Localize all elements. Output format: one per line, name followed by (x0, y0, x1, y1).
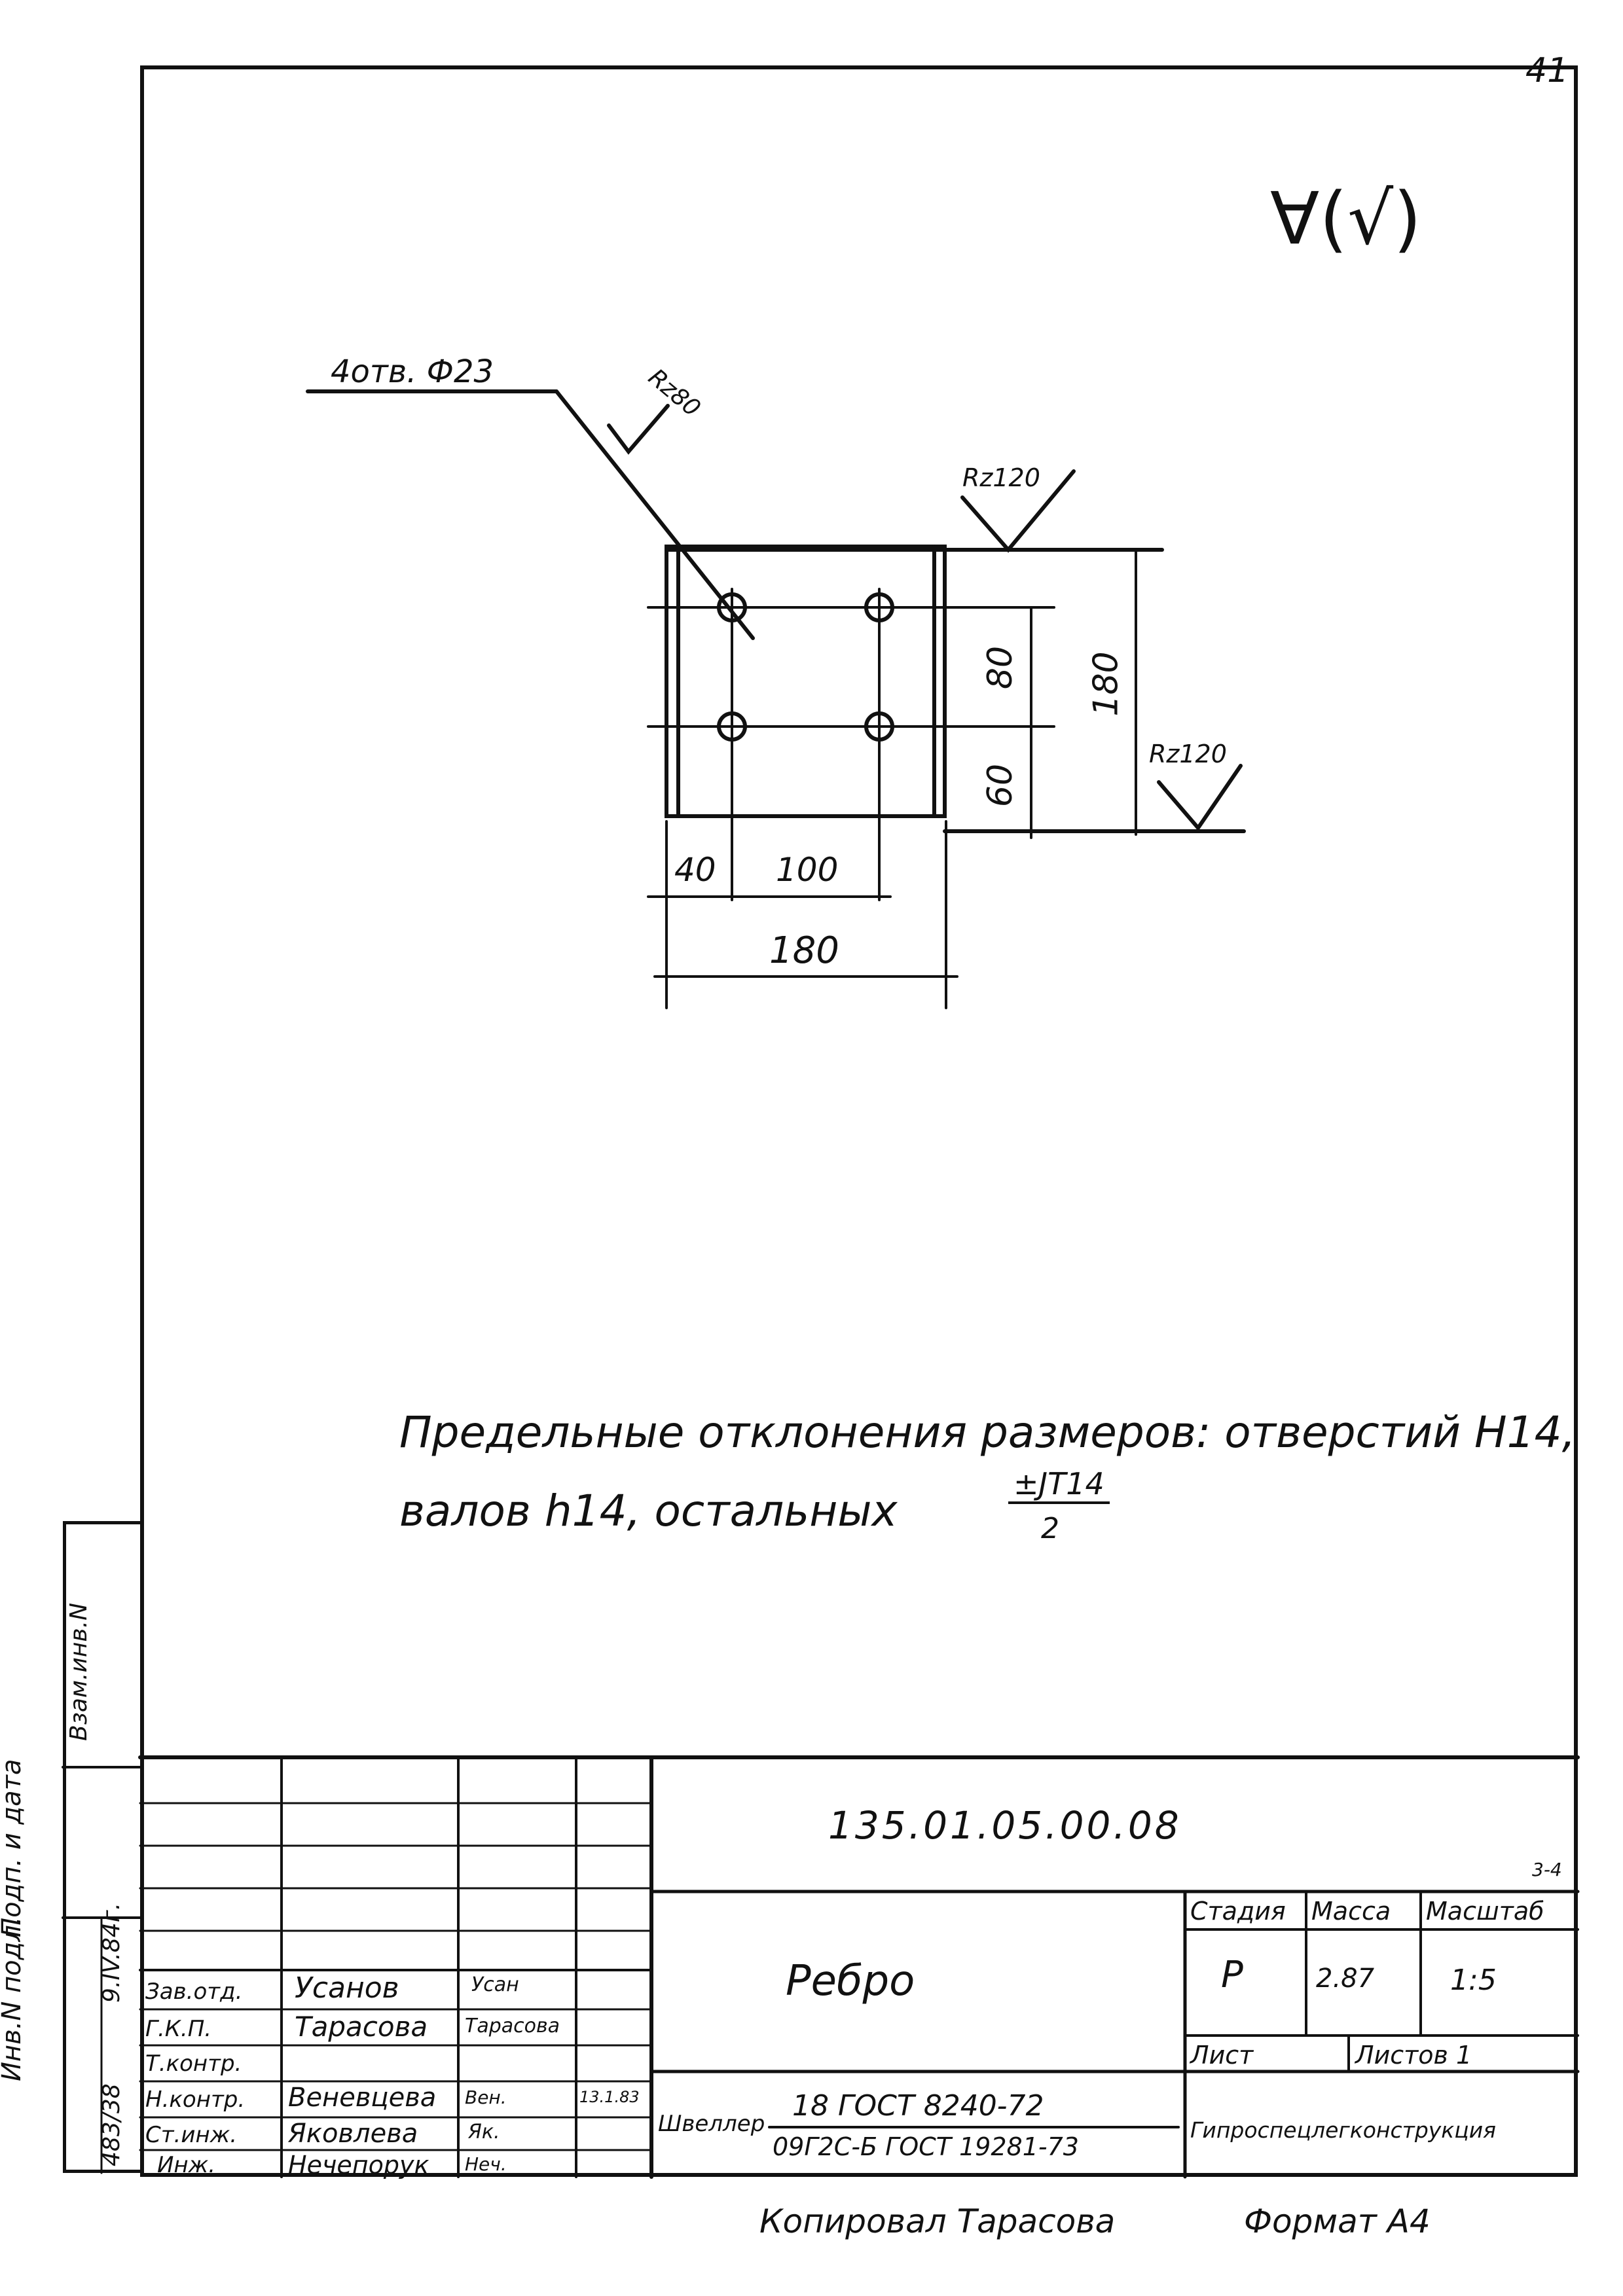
dim-180-vert-label: 180 (1086, 651, 1126, 717)
scale-label: Масштаб (1426, 1897, 1544, 1926)
signature: Вен. (465, 2087, 507, 2108)
person-name: Тарасова (295, 2011, 428, 2043)
side-inv-value: 483/38 (98, 2083, 125, 2166)
person-name: Веневцева (288, 2083, 437, 2113)
part-name: Ребро (786, 1957, 915, 2005)
general-roughness-symbol: ∀(√) (1270, 177, 1422, 260)
hole (717, 711, 747, 742)
dim-180-horiz-label: 180 (769, 929, 839, 972)
dim-40-label: 40 (674, 851, 716, 889)
role: Ст.инж. (145, 2122, 238, 2148)
signature: Неч. (465, 2153, 507, 2175)
scale-value: 1:5 (1450, 1964, 1497, 1997)
material-steel: 09Г2С-Б ГОСТ 19281-73 (773, 2132, 1079, 2161)
tolerance-note-line1: Предельные отклонения размеров: отверсти… (399, 1407, 1576, 1458)
sheet-label: Лист (1190, 2041, 1254, 2070)
dim-80-label: 80 (981, 645, 1021, 690)
tolerance-fraction-num: ±JT14 (1008, 1466, 1110, 1504)
role: Инж. (157, 2152, 216, 2178)
role: Т.контр. (145, 2051, 242, 2077)
hole (717, 592, 747, 622)
person-name: Нечепорук (288, 2151, 429, 2179)
mass-value: 2.87 (1316, 1964, 1375, 1994)
sign-date: 13.1.83 (579, 2088, 640, 2106)
role: Г.К.П. (145, 2016, 212, 2042)
dim-100-label: 100 (776, 851, 839, 889)
hole-leader (555, 389, 755, 640)
side-replace-label: Взам.инв.N (65, 1602, 92, 1741)
stage-value: Р (1221, 1954, 1243, 1996)
plate-outline (665, 545, 947, 818)
side-sign-value: 9.IV.84г. (98, 1902, 125, 2003)
material-prefix: Швеллер (658, 2111, 765, 2137)
hole (864, 711, 894, 742)
tolerance-fraction-den: 2 (1041, 1512, 1059, 1545)
person-name: Яковлева (288, 2119, 418, 2149)
dim-60-label: 60 (981, 763, 1021, 808)
rz120-top-symbol (960, 469, 1076, 553)
sheet-number: 41 (1525, 51, 1569, 90)
signature: Тарасова (465, 2015, 560, 2037)
copied-by: Копировал Тарасова (759, 2202, 1116, 2240)
drawing-frame (140, 65, 1578, 2177)
material-profile: 18 ГОСТ 8240-72 (792, 2089, 1044, 2123)
rz80-symbol (607, 404, 670, 455)
signature: Як. (468, 2121, 500, 2144)
rz120-top-label: Rz120 (962, 463, 1040, 492)
role: Зав.отд. (145, 1979, 243, 2005)
side-inv-label: Инв.N подл. (0, 1916, 27, 2081)
mass-label: Масса (1311, 1897, 1391, 1926)
signature: Усан (471, 1973, 519, 1996)
role: Н.контр. (145, 2087, 246, 2113)
rz120-right-symbol (1157, 764, 1243, 831)
hole (864, 592, 894, 622)
tolerance-note-line2: валов h14, остальных (399, 1486, 898, 1536)
format-label: Формат А4 (1244, 2202, 1431, 2240)
rz120-right-label: Rz120 (1149, 740, 1227, 768)
small-mark: 3-4 (1532, 1859, 1562, 1880)
organization: Гипроспецлегконструкция (1190, 2117, 1496, 2143)
doc-code: 135.01.05.00.08 (828, 1803, 1182, 1848)
sheets-label: Листов 1 (1355, 2041, 1472, 2070)
hole-callout: 4отв. Ф23 (331, 353, 494, 390)
person-name: Усанов (295, 1971, 399, 2005)
stage-label: Стадия (1190, 1897, 1286, 1926)
